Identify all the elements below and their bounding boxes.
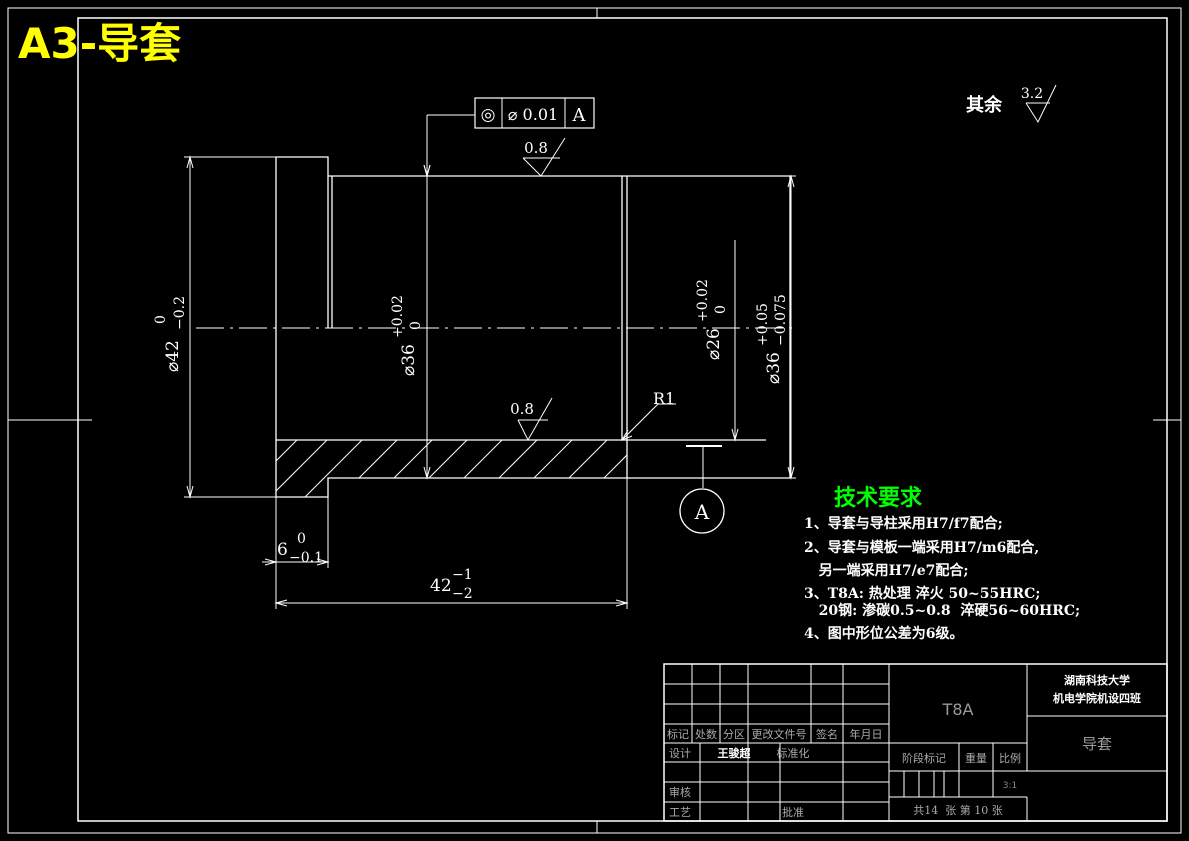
- scale-value: 3:1: [1003, 781, 1017, 791]
- svg-text:⌀42: ⌀42: [163, 340, 183, 372]
- tech-req-line: 2、导套与模板一端采用H7/m6配合,: [804, 539, 1039, 556]
- svg-text:工艺: 工艺: [669, 806, 691, 819]
- svg-text:设计: 设计: [669, 747, 691, 760]
- tech-req-heading: 技术要求: [834, 485, 922, 511]
- svg-text:标准化: 标准化: [777, 746, 810, 760]
- svg-text:审核: 审核: [669, 785, 691, 799]
- school-line2: 机电学院机设四班: [1053, 691, 1141, 705]
- centering-marks: [8, 8, 1181, 833]
- school-line1: 湖南科技大学: [1064, 673, 1130, 687]
- tech-req-list: 1、导套与导柱采用H7/f7配合; 2、导套与模板一端采用H7/m6配合, 另一…: [804, 515, 1080, 642]
- svg-text:0: 0: [408, 321, 424, 330]
- dim-len6: 6 0 −0.1: [277, 531, 323, 566]
- roughness-rest-value: 3.2: [1021, 86, 1043, 102]
- svg-text:⌀26: ⌀26: [704, 328, 724, 360]
- svg-text:−0.2: −0.2: [172, 296, 188, 330]
- svg-text:比例: 比例: [999, 751, 1021, 765]
- dim-d36-outer: ⌀36 +0.05 −0.075: [755, 294, 789, 384]
- svg-text:⌀36: ⌀36: [399, 344, 419, 376]
- tech-req-line: 4、图中形位公差为6级。: [804, 625, 963, 642]
- roughness-symbol-icon: [522, 137, 566, 177]
- outer-border: [7, 7, 1182, 834]
- svg-text:−2: −2: [452, 586, 473, 602]
- svg-text:−0.1: −0.1: [289, 550, 323, 566]
- svg-text:标记: 标记: [667, 727, 689, 741]
- svg-text:签名: 签名: [816, 727, 838, 741]
- part-outline: [275, 156, 791, 498]
- roughness-bore-value: 0.8: [510, 400, 534, 418]
- svg-text:+0.02: +0.02: [390, 295, 406, 338]
- svg-text:分区: 分区: [723, 728, 745, 741]
- tech-req-line: 1、导套与导柱采用H7/f7配合;: [804, 515, 1003, 532]
- dim-d26: ⌀26 +0.02 0: [695, 279, 729, 360]
- svg-text:−0.075: −0.075: [773, 294, 789, 346]
- sheet-title: A3-导套: [18, 19, 181, 68]
- svg-text:42: 42: [430, 576, 452, 596]
- dim-d42: ⌀42 0 −0.2: [153, 296, 188, 372]
- svg-text:+0.02: +0.02: [695, 279, 711, 322]
- tolerance-datum: A: [572, 105, 587, 126]
- svg-text:−1: −1: [452, 567, 473, 583]
- svg-text:处数: 处数: [695, 728, 717, 741]
- roughness-rest-label: 其余: [966, 94, 1003, 116]
- datum-label: A: [694, 500, 710, 524]
- section-hatch: [276, 440, 627, 497]
- dim-len42: 42 −1 −2: [430, 567, 473, 602]
- dim-d36-bore: ⌀36 +0.02 0: [390, 295, 424, 376]
- datum-symbol: A: [679, 445, 725, 534]
- sheet-count: 共14 张 第 10 张: [913, 803, 1002, 817]
- tech-req-line: 20钢: 渗碳0.5~0.8 淬硬56~60HRC;: [804, 602, 1080, 619]
- dim-r1: R1: [653, 389, 675, 408]
- svg-text:0: 0: [153, 315, 169, 324]
- tech-req-line: 另一端采用H7/e7配合;: [804, 562, 969, 579]
- svg-text:+0.05: +0.05: [755, 303, 771, 346]
- svg-text:6: 6: [277, 540, 288, 560]
- svg-text:0: 0: [297, 531, 306, 547]
- svg-text:年月日: 年月日: [850, 727, 883, 741]
- designer-name: 王骏超: [718, 746, 752, 760]
- geometric-tolerance-frame: ◎ ⌀ 0.01 A: [474, 97, 595, 129]
- material: T8A: [942, 700, 974, 719]
- svg-text:⌀36: ⌀36: [764, 352, 784, 384]
- title-block-grid: [663, 663, 1168, 822]
- svg-text:重量: 重量: [965, 751, 987, 765]
- svg-text:阶段标记: 阶段标记: [902, 751, 946, 765]
- svg-text:批准: 批准: [782, 805, 804, 819]
- svg-text:0: 0: [713, 305, 729, 314]
- roughness-top-value: 0.8: [524, 139, 548, 157]
- tech-req-line: 3、T8A: 热处理 淬火 50~55HRC;: [804, 585, 1040, 602]
- concentricity-icon: ◎: [481, 105, 496, 125]
- tolerance-value: ⌀ 0.01: [508, 105, 558, 124]
- part-name: 导套: [1082, 735, 1112, 753]
- dimension-lines: [184, 114, 796, 609]
- svg-text:更改文件号: 更改文件号: [752, 727, 807, 741]
- roughness-bore-icon: [517, 397, 553, 442]
- title-block-texts: T8A 湖南科技大学 机电学院机设四班 导套 标记 处数 分区 更改文件号 签名…: [667, 673, 1141, 819]
- roughness-rest-icon: [1025, 84, 1057, 124]
